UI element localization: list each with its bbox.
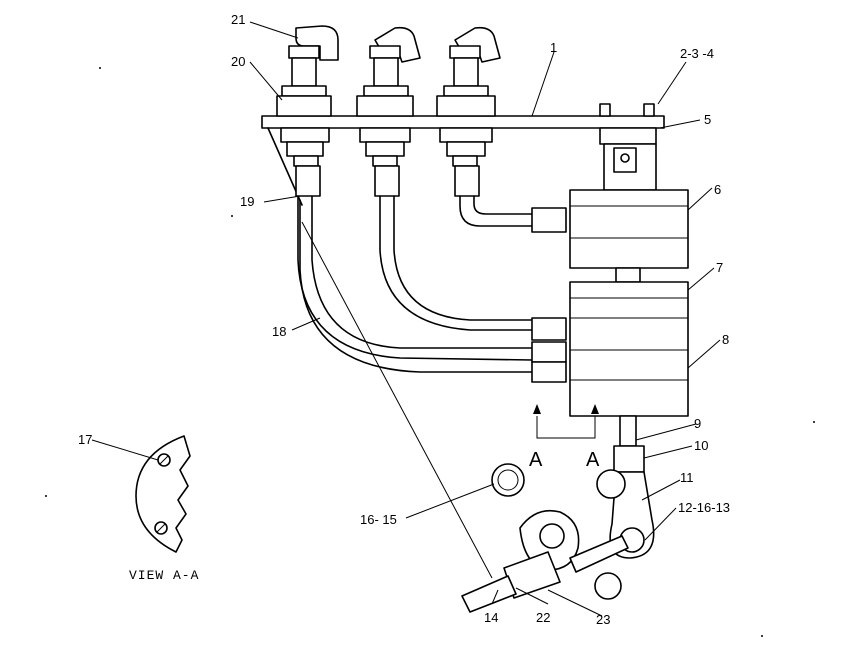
callout-18: 18: [272, 324, 286, 339]
tube-fittings: [531, 207, 567, 383]
callout-7: 7: [716, 260, 723, 275]
view-a-a-detail: VIEW A-A: [129, 435, 199, 583]
callout-labels: 21 20 1 2-3 -4 5 6 7 8 9 10 11 12-16-13 …: [78, 12, 730, 627]
section-mark-left: A: [529, 449, 543, 471]
callout-12-16-13: 12-16-13: [678, 500, 730, 515]
tube-lines: [297, 195, 533, 373]
callout-1: 1: [550, 40, 557, 55]
callout-14: 14: [484, 610, 498, 625]
section-a-a-marker: A A: [529, 404, 600, 471]
callout-19: 19: [240, 194, 254, 209]
callout-5: 5: [704, 112, 711, 127]
callout-16-15: 16- 15: [360, 512, 397, 527]
section-mark-right: A: [586, 449, 600, 471]
valve-block-7-8: [569, 281, 689, 417]
leader-lines: [91, 21, 721, 617]
valve-stack-2: [356, 26, 421, 197]
callout-22: 22: [536, 610, 550, 625]
callout-8: 8: [722, 332, 729, 347]
callout-23: 23: [596, 612, 610, 627]
callout-9: 9: [694, 416, 701, 431]
control-linkage: [461, 415, 655, 613]
callout-6: 6: [714, 182, 721, 197]
callout-2-3-4: 2-3 -4: [680, 46, 714, 61]
view-caption: VIEW A-A: [129, 568, 199, 583]
callout-17: 17: [78, 432, 92, 447]
callout-10: 10: [694, 438, 708, 453]
block-spacer: [615, 267, 641, 283]
valve-stack-1: [276, 25, 339, 197]
callout-21: 21: [231, 12, 245, 27]
valve-block-6: [569, 189, 689, 269]
callout-11: 11: [680, 470, 694, 485]
scan-specks: [45, 67, 815, 637]
callout-20: 20: [231, 54, 245, 69]
valve-stack-3: [436, 26, 501, 197]
